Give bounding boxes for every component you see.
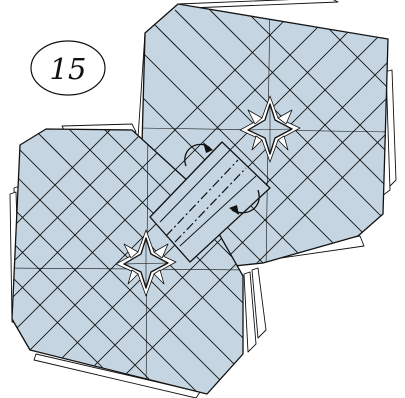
step-number: 15 bbox=[50, 52, 87, 86]
step-indicator: 15 bbox=[31, 41, 105, 95]
